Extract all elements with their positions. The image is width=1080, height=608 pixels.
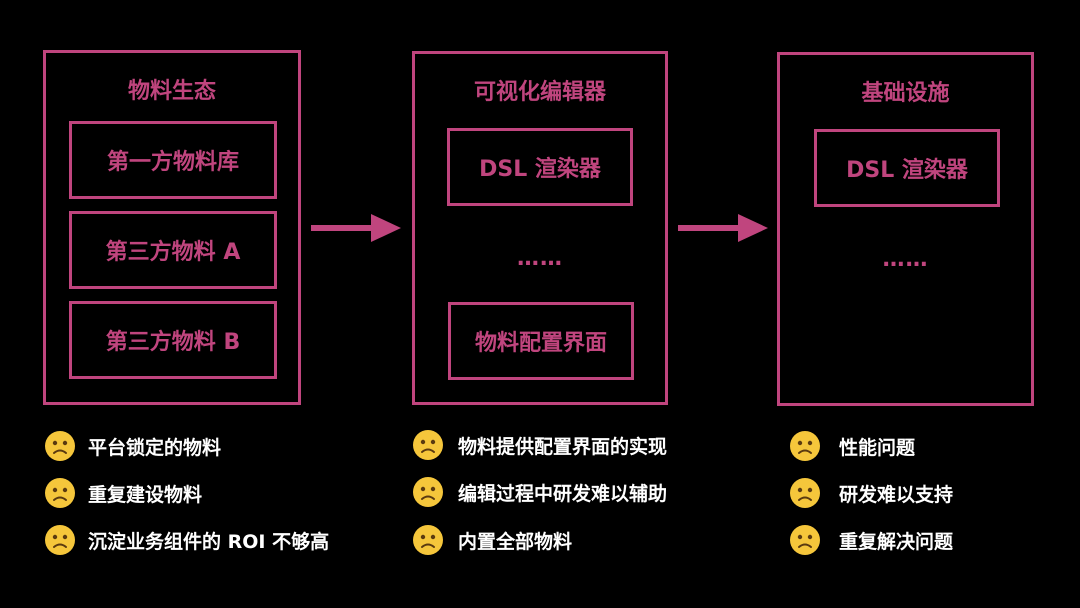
note-text: 物料提供配置界面的实现 — [458, 435, 668, 458]
note-item: 重复解决问题 — [789, 522, 953, 558]
panel-title: 物料生态 — [127, 79, 216, 104]
box-material-config-ui: 物料配置界面 — [448, 302, 634, 380]
panel-title: 可视化编辑器 — [473, 80, 606, 105]
arrow-right-icon — [311, 214, 401, 242]
arrow-right-icon — [678, 214, 768, 242]
panel-title: 基础设施 — [861, 81, 950, 106]
frowning-face-icon — [790, 478, 820, 508]
note-item: 物料提供配置界面的实现 — [412, 427, 667, 463]
note-text: 平台锁定的物料 — [88, 436, 222, 459]
note-item: 沉淀业务组件的 ROI 不够高 — [44, 522, 329, 558]
frowning-face-icon — [45, 431, 75, 461]
panel-material-ecosystem: 物料生态 第一方物料库 第三方物料 A 第三方物料 B — [43, 50, 301, 405]
box-third-party-material-a: 第三方物料 A — [69, 211, 277, 289]
note-text: 重复解决问题 — [839, 530, 954, 553]
note-item: 编辑过程中研发难以辅助 — [412, 474, 667, 510]
panel-infrastructure: 基础设施 DSL 渲染器 …… — [777, 52, 1034, 406]
frowning-face-icon — [45, 525, 75, 555]
frowning-face-icon — [413, 430, 443, 460]
frowning-face-icon — [45, 478, 75, 508]
note-item: 重复建设物料 — [44, 475, 202, 511]
note-text: 编辑过程中研发难以辅助 — [458, 482, 668, 505]
note-text: 研发难以支持 — [839, 483, 954, 506]
box-third-party-material-b: 第三方物料 B — [69, 301, 277, 379]
box-first-party-library: 第一方物料库 — [69, 121, 277, 199]
note-item: 性能问题 — [789, 428, 915, 464]
panel-visual-editor: 可视化编辑器 DSL 渲染器 …… 物料配置界面 — [412, 51, 668, 405]
note-item: 内置全部物料 — [412, 522, 572, 558]
box-dsl-renderer: DSL 渲染器 — [814, 129, 1000, 207]
note-text: 重复建设物料 — [88, 483, 203, 506]
ellipsis: …… — [517, 246, 563, 271]
frowning-face-icon — [790, 525, 820, 555]
note-item: 研发难以支持 — [789, 475, 953, 511]
note-text: 性能问题 — [839, 436, 916, 459]
note-text: 沉淀业务组件的 ROI 不够高 — [88, 530, 330, 553]
frowning-face-icon — [413, 477, 443, 507]
ellipsis: …… — [882, 247, 929, 272]
frowning-face-icon — [413, 525, 443, 555]
frowning-face-icon — [790, 431, 820, 461]
box-dsl-renderer: DSL 渲染器 — [447, 128, 633, 206]
note-text: 内置全部物料 — [458, 530, 573, 553]
note-item: 平台锁定的物料 — [44, 428, 221, 464]
